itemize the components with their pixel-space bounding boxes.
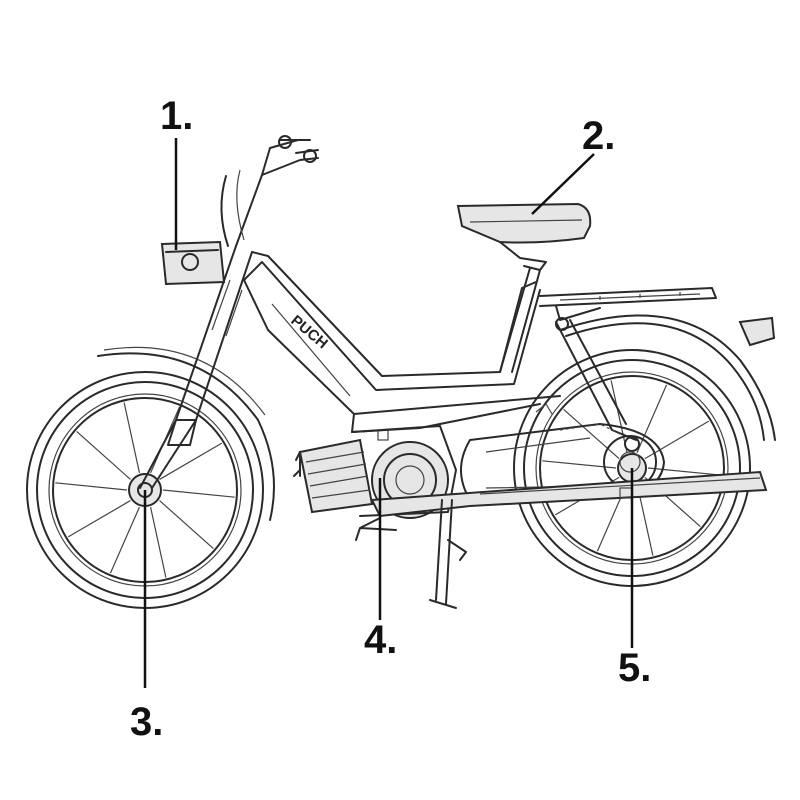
wheel-spoke bbox=[563, 409, 620, 460]
wheel-spoke bbox=[76, 431, 131, 480]
front-mudguard bbox=[97, 352, 275, 521]
seat-post bbox=[499, 267, 541, 373]
wheel-spoke bbox=[610, 380, 628, 453]
pedal-crank bbox=[355, 517, 397, 541]
wheel-spoke bbox=[162, 489, 235, 498]
rear-light bbox=[738, 316, 776, 347]
wheel-spoke bbox=[109, 506, 140, 574]
leader-line-2 bbox=[531, 153, 595, 215]
frame: PUCH bbox=[243, 251, 561, 441]
rear-mudguard bbox=[559, 314, 776, 441]
callout-label-1: 1. bbox=[160, 94, 194, 138]
kickstand bbox=[429, 499, 467, 609]
wheel-spoke bbox=[149, 506, 167, 578]
wheel-spoke bbox=[123, 402, 141, 474]
wheel-spoke bbox=[647, 467, 722, 476]
luggage-rack bbox=[539, 287, 717, 321]
headlight bbox=[160, 240, 226, 286]
callout-label-2: 2. bbox=[582, 114, 616, 158]
wheel-spoke bbox=[159, 442, 223, 480]
seat bbox=[456, 202, 592, 271]
handlebar bbox=[235, 139, 319, 247]
wheel-spoke bbox=[55, 482, 128, 491]
wheel-spoke bbox=[159, 500, 214, 549]
wheel-spoke bbox=[636, 384, 668, 454]
callout-label-5: 5. bbox=[618, 646, 652, 690]
wheel-spoke bbox=[67, 500, 131, 538]
callout-label-3: 3. bbox=[130, 700, 164, 744]
callout-label-4: 4. bbox=[364, 618, 398, 662]
wheel-spoke bbox=[644, 420, 710, 460]
